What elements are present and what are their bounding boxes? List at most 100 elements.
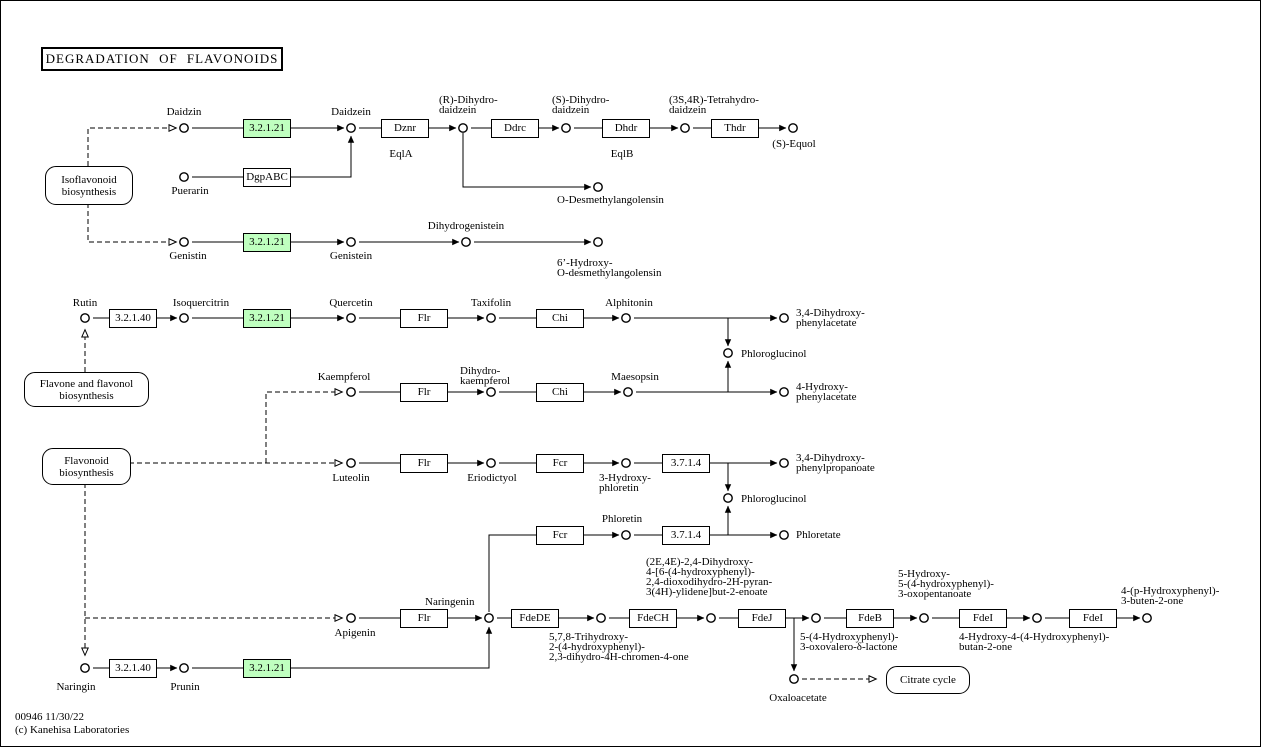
enzyme-box-3-7-1-4[interactable]: 3.7.1.4 <box>662 454 710 473</box>
compound-node-hydroxy-butanone[interactable] <box>1032 613 1042 623</box>
compound-label-daidzein: Daidzein <box>331 106 371 118</box>
link-edge <box>265 392 342 463</box>
enzyme-box-fdej[interactable]: FdeJ <box>738 609 786 628</box>
compound-node-puerarin[interactable] <box>179 172 189 182</box>
compound-nodes <box>80 123 1152 684</box>
compound-node-daidzin[interactable] <box>179 123 189 133</box>
compound-node-oxaloacetate[interactable] <box>789 674 799 684</box>
enzyme-box-flr[interactable]: Flr <box>400 609 448 628</box>
edge <box>462 133 592 191</box>
compound-node-eriodictyol[interactable] <box>486 458 496 468</box>
enzyme-box-chi[interactable]: Chi <box>536 309 584 328</box>
map-id: 00946 11/30/22 <box>15 711 84 723</box>
compound-label-maesopsin: Maesopsin <box>611 371 659 383</box>
compound-label-hydroxy-o-desmethylangolensin: 6’-Hydroxy- O-desmethylangolensin <box>557 257 662 279</box>
compound-node-apigenin[interactable] <box>346 613 356 623</box>
enzyme-box-3-2-1-21[interactable]: 3.2.1.21 <box>243 233 291 252</box>
compound-label-naringin: Naringin <box>56 681 96 693</box>
compound-node-dihydroxy-pyran-enoate[interactable] <box>706 613 716 623</box>
compound-node-dihydroxyphenylpropanoate[interactable] <box>779 458 789 468</box>
compound-node-o-desmethylangolensin[interactable] <box>593 182 603 192</box>
compound-label-taxifolin: Taxifolin <box>470 297 512 309</box>
compound-label-s-equol: (S)-Equol <box>772 138 816 150</box>
compound-node-daidzein[interactable] <box>346 123 356 133</box>
compound-label-kaempferol: Kaempferol <box>317 371 371 383</box>
compound-node-s-equol[interactable] <box>788 123 798 133</box>
compound-node-oxopentanoate[interactable] <box>919 613 929 623</box>
compound-node-naringin[interactable] <box>80 663 90 673</box>
compound-label-puerarin: Puerarin <box>171 185 209 197</box>
compound-node-phloroglucinol-1[interactable] <box>723 348 733 358</box>
compound-label-o-desmethylangolensin: O-Desmethylangolensin <box>557 194 664 206</box>
compound-node-quercetin[interactable] <box>346 313 356 323</box>
compound-node-rutin[interactable] <box>80 313 90 323</box>
map-title: DEGRADATION OF FLAVONOIDS <box>41 47 283 71</box>
enzyme-box-3-7-1-4[interactable]: 3.7.1.4 <box>662 526 710 545</box>
compound-node-s-dihydrodaidzein[interactable] <box>561 123 571 133</box>
compound-node-tetrahydrodaidzein[interactable] <box>680 123 690 133</box>
compound-label-dihydroxyphenylpropanoate: 3,4-Dihydroxy- phenylpropanoate <box>796 452 875 474</box>
compound-node-luteolin[interactable] <box>346 458 356 468</box>
compound-node-kaempferol[interactable] <box>346 387 356 397</box>
compound-label-oxovalero-lactone: 5-(4-Hydroxyphenyl)- 3-oxovalero-δ-lacto… <box>800 631 899 653</box>
compound-label-oxopentanoate: 5-Hydroxy- 5-(4-hydroxyphenyl)- 3-oxopen… <box>898 568 994 600</box>
compound-node-taxifolin[interactable] <box>486 313 496 323</box>
compound-node-naringenin[interactable] <box>484 613 494 623</box>
compound-label-hydroxyphloretin: 3-Hydroxy- phloretin <box>599 472 651 494</box>
enzyme-box-flr[interactable]: Flr <box>400 454 448 473</box>
enzyme-box-3-2-1-40[interactable]: 3.2.1.40 <box>109 309 157 328</box>
enzyme-box-3-2-1-21[interactable]: 3.2.1.21 <box>243 119 291 138</box>
enzyme-box-fdei[interactable]: FdeI <box>959 609 1007 628</box>
enzyme-box-fdeb[interactable]: FdeB <box>846 609 894 628</box>
compound-node-genistin[interactable] <box>179 237 189 247</box>
compound-node-prunin[interactable] <box>179 663 189 673</box>
enzyme-box-dznr[interactable]: Dznr <box>381 119 429 138</box>
pathway-link-citrate-cycle[interactable]: Citrate cycle <box>886 666 970 694</box>
enzyme-box-chi[interactable]: Chi <box>536 383 584 402</box>
compound-node-alphitonin[interactable] <box>621 313 631 323</box>
compound-node-genistein[interactable] <box>346 237 356 247</box>
enzyme-box-flr[interactable]: Flr <box>400 309 448 328</box>
compound-node-hydroxyphenylacetate[interactable] <box>779 387 789 397</box>
enzyme-box-thdr[interactable]: Thdr <box>711 119 759 138</box>
enzyme-box-fdech[interactable]: FdeCH <box>629 609 677 628</box>
compound-label-hydroxyphenylacetate: 4-Hydroxy- phenylacetate <box>796 381 857 403</box>
compound-node-maesopsin[interactable] <box>623 387 633 397</box>
compound-label-luteolin: Luteolin <box>332 472 370 484</box>
compound-node-phloroglucinol-2[interactable] <box>723 493 733 503</box>
enzyme-box-3-2-1-21[interactable]: 3.2.1.21 <box>243 659 291 678</box>
enzyme-box-fdede[interactable]: FdeDE <box>511 609 559 628</box>
compound-node-phloretate[interactable] <box>779 530 789 540</box>
enzyme-box-fcr[interactable]: Fcr <box>536 454 584 473</box>
compound-node-phloretin[interactable] <box>621 530 631 540</box>
enzyme-box-3-2-1-21[interactable]: 3.2.1.21 <box>243 309 291 328</box>
edge <box>488 531 620 612</box>
pathway-link-edges <box>85 128 876 679</box>
compound-node-butenone[interactable] <box>1142 613 1152 623</box>
enzyme-box-ddrc[interactable]: Ddrc <box>491 119 539 138</box>
compound-node-dihydrogenistein[interactable] <box>461 237 471 247</box>
enzyme-box-flr[interactable]: Flr <box>400 383 448 402</box>
compound-node-trihydroxy-chromenone[interactable] <box>596 613 606 623</box>
compound-node-hydroxy-o-desmethylangolensin[interactable] <box>593 237 603 247</box>
link-edge <box>87 128 176 166</box>
compound-label-daidzin: Daidzin <box>166 106 202 118</box>
compound-node-isoquercitrin[interactable] <box>179 313 189 323</box>
pathway-link-flavonoid-biosynthesis[interactable]: Flavonoid biosynthesis <box>42 448 131 485</box>
pathway-link-flavone-flavonol-biosynthesis[interactable]: Flavone and flavonol biosynthesis <box>24 372 149 407</box>
enzyme-box-3-2-1-40[interactable]: 3.2.1.40 <box>109 659 157 678</box>
compound-node-dihydroxyphenylacetate[interactable] <box>779 313 789 323</box>
compound-node-hydroxyphloretin[interactable] <box>621 458 631 468</box>
compound-label-r-dihydrodaidzein: (R)-Dihydro- daidzein <box>439 94 498 116</box>
enzyme-box-fcr[interactable]: Fcr <box>536 526 584 545</box>
enzyme-alias-eqla: EqlA <box>389 148 413 160</box>
compound-label-phloretin: Phloretin <box>601 513 643 525</box>
compound-node-dihydrokaempferol[interactable] <box>486 387 496 397</box>
enzyme-box-fdei[interactable]: FdeI <box>1069 609 1117 628</box>
compound-node-r-dihydrodaidzein[interactable] <box>458 123 468 133</box>
compound-node-oxovalero-lactone[interactable] <box>811 613 821 623</box>
enzyme-box-dgpabc[interactable]: DgpABC <box>243 168 291 187</box>
enzyme-box-dhdr[interactable]: Dhdr <box>602 119 650 138</box>
pathway-link-isoflavonoid-biosynthesis[interactable]: Isoflavonoid biosynthesis <box>45 166 133 205</box>
